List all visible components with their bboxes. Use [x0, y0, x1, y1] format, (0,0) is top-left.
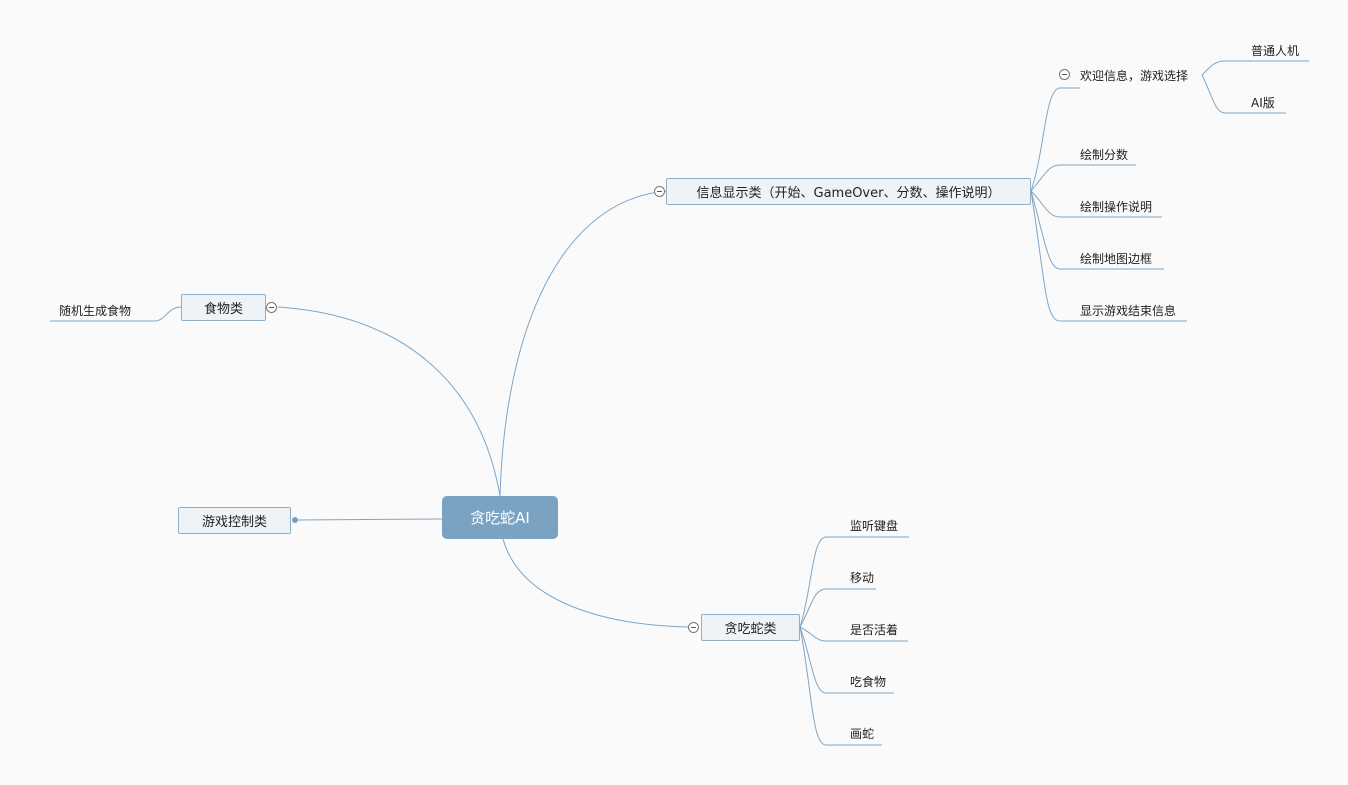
collapse-icon[interactable] [1059, 69, 1070, 80]
topic-label: 贪吃蛇类 [724, 622, 777, 637]
subtopic-is-alive[interactable]: 是否活着 [850, 623, 899, 637]
subtopic-normal-ai[interactable]: 普通人机 [1251, 44, 1300, 58]
topic-label: 游戏控制类 [201, 515, 267, 530]
link-root-food [277, 306, 501, 497]
root-label: 贪吃蛇AI [470, 509, 530, 527]
subtopic-eat-food[interactable]: 吃食物 [850, 675, 887, 689]
link-root-info [499, 190, 668, 497]
topic-food[interactable]: 食物类 [181, 294, 266, 321]
link-food-leaf [50, 306, 182, 322]
subtopic-draw-score[interactable]: 绘制分数 [1080, 148, 1129, 162]
subtopic-ai-version[interactable]: AI版 [1251, 96, 1275, 110]
link-welcome-sub1 [1201, 60, 1309, 76]
topic-snake[interactable]: 贪吃蛇类 [701, 614, 800, 641]
collapsed-indicator-icon[interactable] [292, 517, 298, 523]
link-root-control [295, 518, 444, 521]
subtopic-listen-keyboard[interactable]: 监听键盘 [850, 519, 899, 533]
subtopic-welcome[interactable]: 欢迎信息，游戏选择 [1080, 69, 1189, 83]
subtopic-draw-snake[interactable]: 画蛇 [850, 727, 875, 741]
topic-info-display[interactable]: 信息显示类（开始、GameOver、分数、操作说明） [666, 178, 1031, 205]
subtopic-move[interactable]: 移动 [850, 571, 875, 585]
subtopic-draw-instructions[interactable]: 绘制操作说明 [1080, 200, 1153, 214]
subtopic-game-over[interactable]: 显示游戏结束信息 [1080, 304, 1177, 318]
subtopic-draw-border[interactable]: 绘制地图边框 [1080, 252, 1153, 266]
link-root-snake [502, 538, 689, 628]
snake-child-links [799, 536, 909, 746]
link-welcome-sub2 [1201, 74, 1286, 114]
info-child-links [1030, 87, 1187, 322]
collapse-icon[interactable] [654, 186, 665, 197]
collapse-icon[interactable] [266, 302, 277, 313]
subtopic-random-food[interactable]: 随机生成食物 [59, 304, 132, 318]
collapse-icon[interactable] [688, 622, 699, 633]
topic-label: 食物类 [203, 302, 243, 317]
root-node[interactable]: 贪吃蛇AI [442, 496, 558, 539]
topic-label: 信息显示类（开始、GameOver、分数、操作说明） [696, 186, 1001, 201]
topic-game-control[interactable]: 游戏控制类 [178, 507, 291, 534]
